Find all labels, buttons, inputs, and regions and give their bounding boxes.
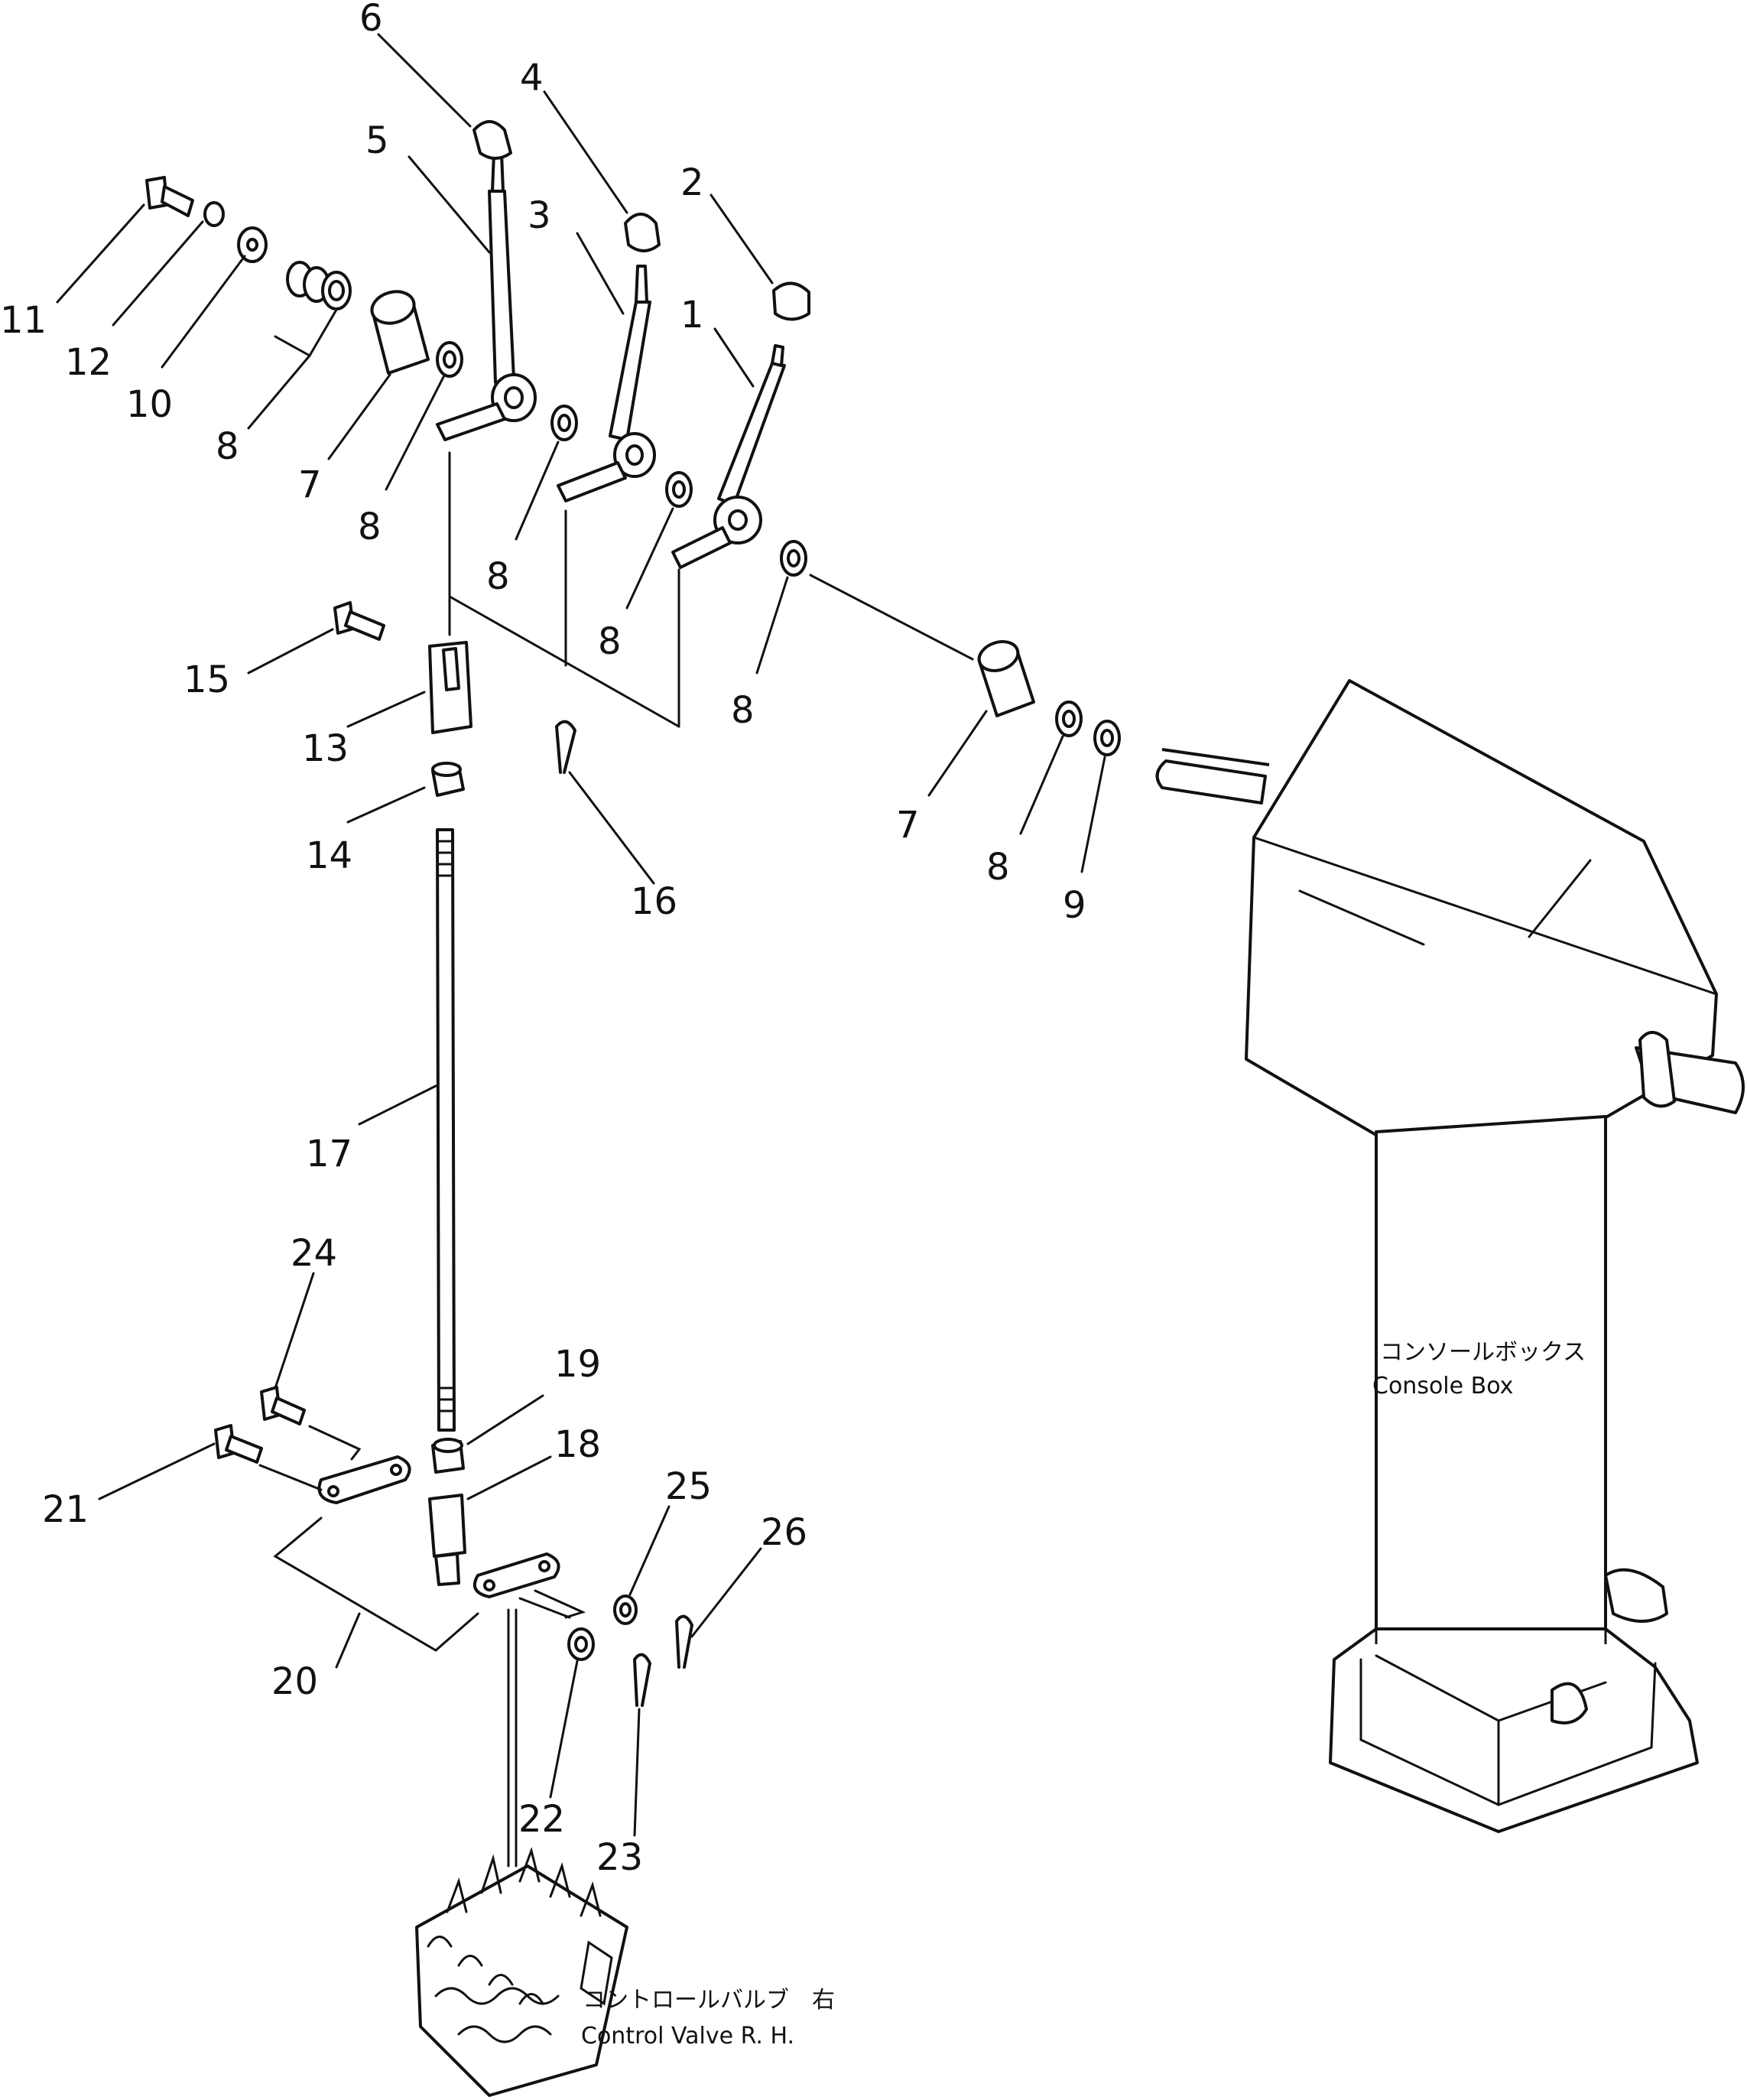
callout-labels: 1 2 3 4 5 6 7 7 8 8 8 8 8 8 8 9 10 11 12… [0,0,1086,1879]
washer-8-d-hole [787,549,800,567]
collar-7-left [370,290,430,375]
console-box [1155,679,1745,1833]
washer-8-e-hole [1062,710,1076,728]
washer-12 [203,201,225,227]
console-box-label-en: Console Box [1372,1373,1513,1399]
pin-15 [333,601,385,641]
callout-18: 18 [554,1423,601,1466]
callout-17: 17 [306,1133,352,1175]
washer-22-hole [574,1636,588,1653]
callout-7-right: 7 [896,804,920,847]
callout-1: 1 [680,294,704,336]
callout-3: 3 [528,194,551,237]
callout-16: 16 [631,880,677,923]
callout-22: 22 [518,1798,565,1841]
callout-8-a: 8 [358,505,382,548]
leader-lines [56,33,1106,1837]
callout-13: 13 [302,727,349,770]
cotter-pin-26 [675,1614,693,1669]
callout-5: 5 [365,119,389,162]
joint-18 [428,1494,466,1586]
collar-7-right [977,640,1035,717]
nut-14 [431,762,465,797]
lever-5 [436,151,537,441]
control-valve-rh [415,1846,628,2097]
callout-23: 23 [596,1836,643,1879]
callout-11: 11 [0,299,47,342]
link-plate-lines [258,1425,586,1868]
callout-19: 19 [554,1343,601,1386]
callout-8-group: 8 [216,425,239,468]
knob-2 [772,281,810,321]
callout-14: 14 [306,834,352,877]
washer-9-hole [1100,729,1114,747]
knob-6 [472,120,512,160]
callout-4: 4 [520,57,544,99]
callout-6: 6 [359,0,383,40]
callout-2: 2 [680,161,704,204]
callout-8-d: 8 [731,689,755,732]
console-box-label-jp: コンソールボックス [1380,1339,1586,1366]
knob-4 [624,213,661,252]
callout-21: 21 [42,1488,89,1531]
callout-24: 24 [291,1232,337,1275]
pin-21 [214,1424,263,1464]
washer-25-hole [619,1602,632,1617]
cotter-pin-23 [633,1653,651,1707]
link-plate-left [317,1455,411,1504]
control-valve-label-en: Control Valve R. H. [581,2023,794,2050]
washer-8-a-hole [443,350,456,369]
bolt-11 [145,176,194,217]
callout-26: 26 [761,1511,807,1554]
callout-25: 25 [665,1465,712,1508]
callout-9: 9 [1063,884,1086,927]
washer-8-c-hole [672,480,686,499]
callout-12: 12 [65,341,112,384]
nut-19 [431,1438,465,1474]
washer-10-hole [246,238,258,252]
washer-8-b-hole [557,414,571,432]
control-valve-label-jp: コントロールバルブ 右 [583,1987,835,2014]
callout-10: 10 [126,383,173,426]
lever-1 [671,344,786,569]
callout-15: 15 [183,658,230,701]
clevis-13 [428,641,472,734]
lever-3 [557,265,656,502]
shaft-axis-line [809,574,974,661]
callout-8-c: 8 [598,620,622,663]
lever-link-lines [448,451,680,728]
cotter-pin-16 [555,720,576,774]
callout-20: 20 [271,1660,318,1703]
callout-8-e: 8 [986,846,1010,889]
callout-7-left: 7 [298,463,322,506]
pin-24 [260,1386,306,1425]
rod-17 [436,828,456,1432]
callout-8-b: 8 [486,555,510,598]
link-plate-right [473,1552,560,1598]
washer-8-set [286,261,352,310]
